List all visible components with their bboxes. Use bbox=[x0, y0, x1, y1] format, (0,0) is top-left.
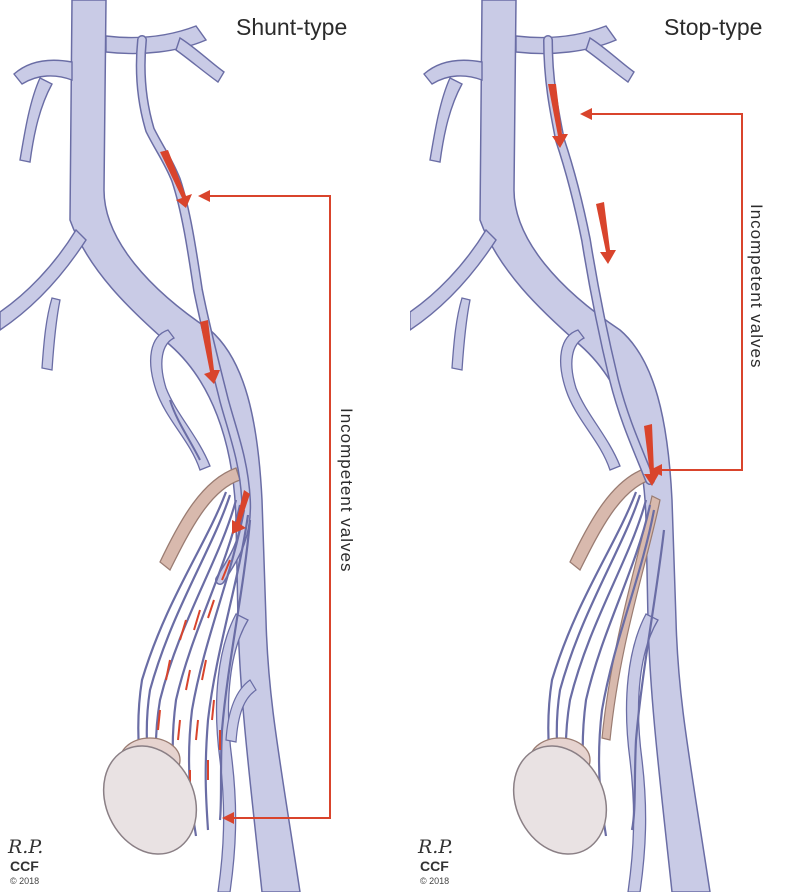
copyright-label: © 2018 bbox=[10, 876, 39, 886]
annotation-arrowhead-top bbox=[198, 190, 210, 202]
annotation-label: Incompetent valves bbox=[746, 204, 766, 368]
right-branch-sub bbox=[586, 38, 634, 82]
reflux-arrow-2 bbox=[596, 202, 616, 264]
testis bbox=[86, 731, 213, 870]
testis bbox=[496, 731, 623, 870]
right-branch-sub bbox=[176, 38, 224, 82]
iliac-left-small bbox=[452, 298, 470, 370]
stop-type-illustration bbox=[410, 0, 799, 892]
left-branch-sub bbox=[20, 78, 52, 162]
artist-signature: R.P. bbox=[8, 836, 43, 858]
copyright-label: © 2018 bbox=[420, 876, 449, 886]
main-vein-trunk bbox=[480, 0, 710, 892]
main-vein-trunk bbox=[70, 0, 300, 892]
panel-stop-type: Stop-type Incompetent valves R.P. CCF © … bbox=[410, 0, 799, 892]
iliac-left-branch bbox=[410, 230, 496, 330]
artist-signature: R.P. bbox=[418, 836, 453, 858]
left-branch-sub bbox=[430, 78, 462, 162]
panel-title: Stop-type bbox=[664, 14, 762, 41]
iliac-left-branch bbox=[0, 230, 86, 330]
annotation-arrowhead-top bbox=[580, 108, 592, 120]
annotation-bracket bbox=[588, 114, 742, 470]
reflux-arrow-1 bbox=[160, 150, 192, 208]
annotation-label: Incompetent valves bbox=[336, 408, 356, 572]
org-label: CCF bbox=[10, 858, 39, 874]
panel-title: Shunt-type bbox=[236, 14, 347, 41]
org-label: CCF bbox=[420, 858, 449, 874]
panel-shunt-type: Shunt-type Incompetent valves R.P. CCF ©… bbox=[0, 0, 400, 892]
iliac-left-small bbox=[42, 298, 60, 370]
vas-deferens bbox=[160, 468, 240, 570]
